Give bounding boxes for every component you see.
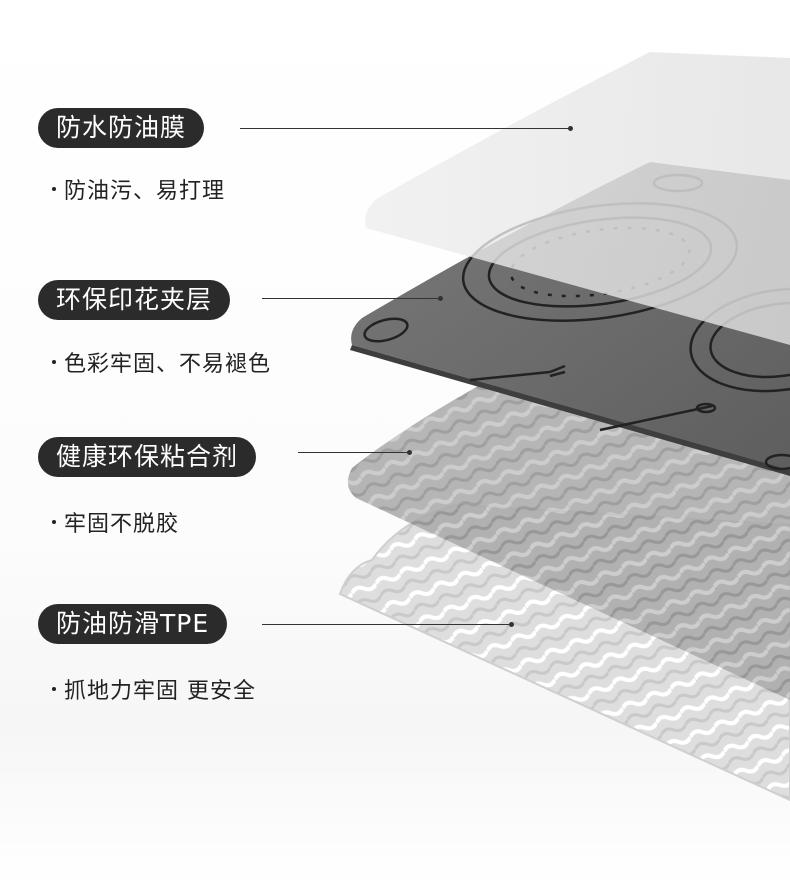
leader-dot: [509, 622, 514, 627]
bullet-dot: [52, 687, 56, 691]
leader-line: [262, 298, 440, 299]
leader-line: [298, 452, 410, 453]
leader-dot: [568, 126, 573, 131]
layer-description: 色彩牢固、不易褪色: [52, 346, 271, 378]
bullet-dot: [52, 187, 56, 191]
leader-dot: [438, 296, 443, 301]
bullet-dot: [52, 520, 56, 524]
leader-line: [240, 128, 570, 129]
layer-description: 防油污、易打理: [52, 173, 225, 205]
film-layer: [365, 52, 790, 345]
layer-title-print-layer: 环保印花夹层: [38, 280, 231, 320]
bullet-dot: [52, 360, 56, 364]
layer-title-tpe: 防油防滑TPE: [38, 604, 228, 644]
leader-dot: [407, 450, 412, 455]
leader-line: [262, 624, 512, 625]
layer-description: 牢固不脱胶: [52, 506, 179, 538]
layer-title-waterproof-film: 防水防油膜: [38, 108, 205, 148]
layer-description: 抓地力牢固 更安全: [52, 673, 256, 705]
layer-title-adhesive: 健康环保粘合剂: [38, 437, 257, 477]
adhesive-layer: [347, 385, 790, 700]
